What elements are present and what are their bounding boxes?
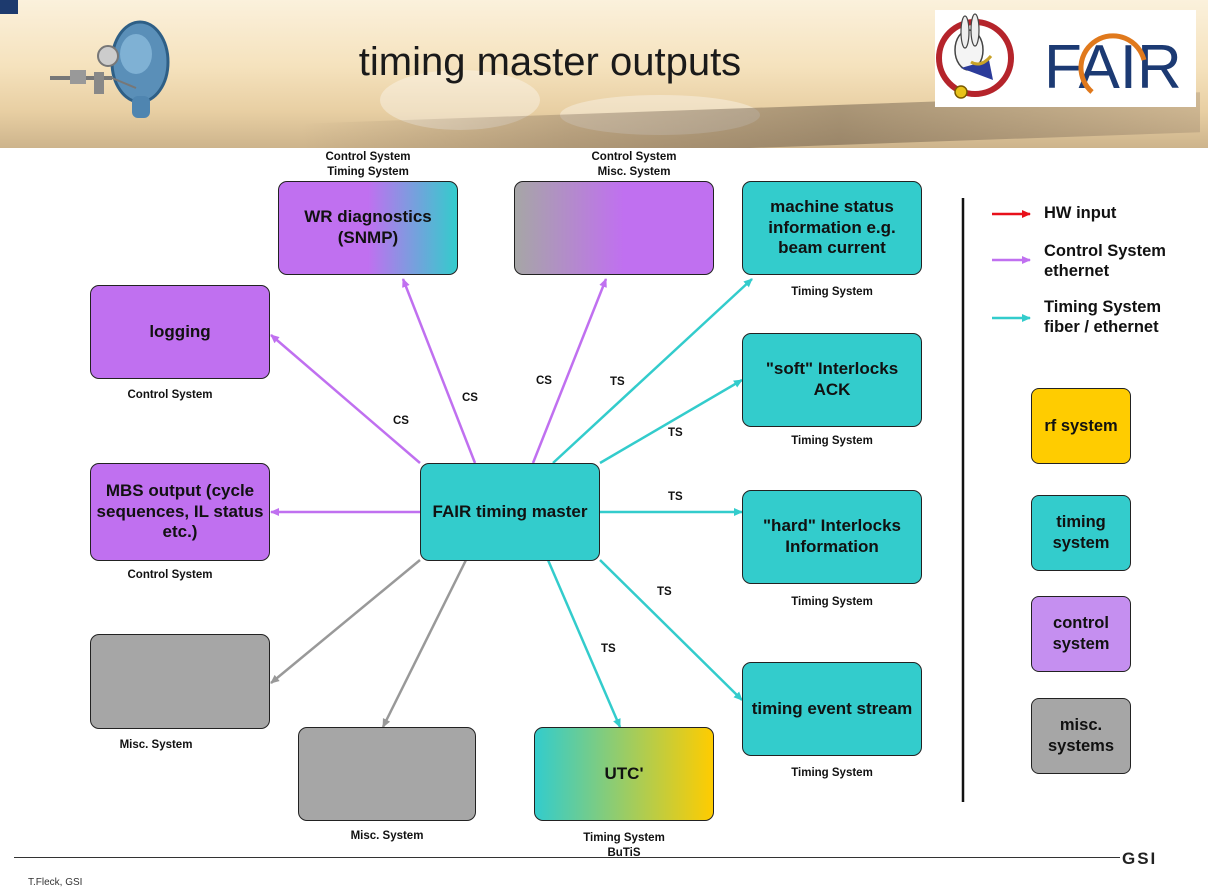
edge-to-misc-top (531, 278, 608, 464)
slide-title: timing master outputs (358, 40, 742, 84)
edge-to-misc-bottom (381, 559, 468, 728)
legend-line: Timing System (1044, 298, 1162, 316)
edge-to-soft-interlocks (599, 378, 743, 465)
edge-to-machine-status (552, 278, 753, 464)
edge-label-logging: CS (393, 415, 409, 427)
corner-mark (0, 0, 18, 14)
banner-texture (560, 95, 760, 135)
node-machine-status: machine status information e.g. beam cur… (742, 181, 922, 275)
node-misc-bottom (298, 727, 476, 821)
legend-rf-system: rf system (1031, 388, 1131, 464)
caption-line: BuTiS (607, 846, 641, 859)
edge-to-timing-event (599, 559, 743, 701)
edge-to-utc (546, 559, 622, 728)
edge-label-hard-interlocks: TS (668, 491, 683, 503)
node-utc: UTC' (534, 727, 714, 821)
node-wr-diagnostics: WR diagnostics (SNMP) (278, 181, 458, 275)
fair-wordmark: FAIR (1044, 33, 1182, 102)
legend-timing-system: Timing System fiber / ethernet (1044, 298, 1161, 338)
caption-timing-event-stream: Timing System (791, 767, 873, 779)
node-misc-top (514, 181, 714, 275)
edge-label-utc: TS (601, 643, 616, 655)
legend-hw-input: HW input (1044, 204, 1117, 222)
legend-control-system: Control System ethernet (1044, 242, 1166, 282)
caption-utc: Timing System BuTiS (544, 831, 704, 861)
legend-timing-box: timing system (1031, 495, 1131, 571)
caption-misc-left: Misc. System (119, 739, 193, 751)
legend-misc-box: misc. systems (1031, 698, 1131, 774)
caption-soft-interlocks: Timing System (791, 435, 873, 447)
caption-line: Misc. System (597, 165, 671, 178)
node-misc-left (90, 634, 270, 729)
caption-line: Control System (591, 151, 677, 163)
node-mbs-output: MBS output (cycle sequences, IL status e… (90, 463, 270, 561)
node-hard-interlocks: "hard" Interlocks Information (742, 490, 922, 584)
legend-line: Control System (1044, 242, 1166, 260)
edge-label-soft-interlocks: TS (668, 427, 683, 439)
footer-author: T.Fleck, GSI (28, 877, 83, 888)
caption-line: Timing System (327, 165, 409, 178)
caption-logging: Control System (127, 389, 213, 401)
edge-to-misc-left (270, 559, 421, 684)
legend-control-box: control system (1031, 596, 1131, 672)
footer-line (14, 857, 1189, 858)
gsi-logo: GSI (1120, 849, 1192, 868)
fair-mascot-icon (936, 13, 1014, 99)
caption-line: Control System (325, 151, 411, 163)
gsi-logo-text: GSI (1122, 849, 1157, 867)
node-soft-interlocks: "soft" Interlocks ACK (742, 333, 922, 427)
caption-machine-status: Timing System (791, 286, 873, 298)
edge-label-machine-status: TS (610, 376, 625, 388)
fair-wordmark-text: FAIR (1044, 33, 1182, 102)
gsi-logo-icon: GSI (1122, 849, 1157, 868)
caption-misc-bottom: Misc. System (350, 830, 424, 842)
fair-logo (935, 10, 1196, 107)
edge-label-misc-top: CS (536, 375, 552, 387)
node-fair-timing-master: FAIR timing master (420, 463, 600, 561)
edge-to-logging (270, 334, 421, 464)
legend-line: ethernet (1044, 261, 1110, 280)
node-logging: logging (90, 285, 270, 379)
edge-label-wr-diagnostics: CS (462, 392, 478, 404)
banner-texture (380, 70, 540, 130)
legend-line: fiber / ethernet (1044, 317, 1159, 336)
accelerator-logo-icon (50, 20, 170, 118)
node-timing-event-stream: timing event stream (742, 662, 922, 756)
caption-mbs-output: Control System (127, 569, 213, 581)
caption-wr-diagnostics: Control System Timing System (288, 150, 448, 180)
caption-hard-interlocks: Timing System (791, 596, 873, 608)
edge-to-wr-diagnostics (401, 278, 477, 464)
caption-misc-top: Control System Misc. System (554, 150, 714, 180)
edge-label-timing-event: TS (657, 586, 672, 598)
caption-line: Timing System (583, 832, 665, 844)
